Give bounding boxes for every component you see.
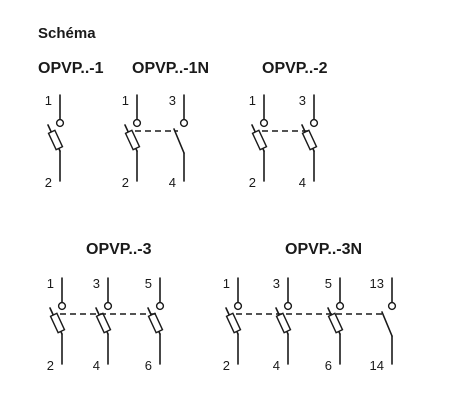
terminal-top-label: 3 (93, 276, 100, 291)
pole-fuse: 34 (93, 276, 113, 373)
variant-label: OPVP..-2 (262, 60, 328, 77)
terminal-top-label: 1 (249, 93, 256, 108)
variant-label: OPVP..-3N (285, 241, 362, 258)
terminal-top-label: 1 (45, 93, 52, 108)
terminal-bottom-label: 6 (325, 358, 332, 373)
terminal-bottom-label: 6 (145, 358, 152, 373)
terminal-top-label: 13 (370, 276, 384, 291)
terminal-bottom-label: 2 (47, 358, 54, 373)
terminal-bottom-label: 2 (223, 358, 230, 373)
fuse-element (124, 129, 141, 151)
terminal-bottom-label: 4 (299, 175, 306, 190)
fuse-element (251, 129, 268, 151)
pole-fuse: 34 (299, 93, 319, 190)
variant-label: OPVP..-1N (132, 60, 209, 77)
variant-label: OPVP..-1 (38, 60, 104, 77)
pole-switch: 34 (169, 93, 189, 190)
pole-fuse: 34 (273, 276, 293, 373)
page-title: Schéma (38, 25, 96, 42)
variant-label: OPVP..-3 (86, 241, 152, 258)
contact-ring (387, 301, 397, 311)
terminal-bottom-label: 4 (93, 358, 100, 373)
terminal-top-label: 1 (223, 276, 230, 291)
variant-0: OPVP..-112 (38, 60, 104, 190)
contact-ring (259, 118, 269, 128)
fuse-element (327, 312, 344, 334)
contact-ring (233, 301, 243, 311)
terminal-bottom-label: 4 (169, 175, 176, 190)
fuse-element (147, 312, 164, 334)
terminal-top-label: 3 (273, 276, 280, 291)
contact-ring (179, 118, 189, 128)
terminal-bottom-label: 2 (122, 175, 129, 190)
pole-fuse: 56 (325, 276, 345, 373)
contact-ring (309, 118, 319, 128)
contact-ring (155, 301, 165, 311)
fuse-element (95, 312, 112, 334)
contact-ring (55, 118, 65, 128)
fuse-element (301, 129, 318, 151)
terminal-top-label: 1 (47, 276, 54, 291)
terminal-top-label: 5 (145, 276, 152, 291)
terminal-bottom-label: 14 (370, 358, 384, 373)
pole-fuse: 12 (47, 276, 67, 373)
terminal-top-label: 3 (169, 93, 176, 108)
terminal-bottom-label: 2 (45, 175, 52, 190)
terminal-top-label: 1 (122, 93, 129, 108)
pole-fuse: 12 (45, 93, 65, 190)
pole-fuse: 12 (223, 276, 243, 373)
switch-blade (173, 128, 185, 154)
contact-ring (335, 301, 345, 311)
contact-ring (57, 301, 67, 311)
terminal-bottom-label: 2 (249, 175, 256, 190)
terminal-top-label: 5 (325, 276, 332, 291)
fuse-element (225, 312, 242, 334)
fuse-element (47, 129, 64, 151)
terminal-top-label: 3 (299, 93, 306, 108)
pole-fuse: 56 (145, 276, 165, 373)
contact-ring (132, 118, 142, 128)
pole-fuse: 12 (249, 93, 269, 190)
switch-blade (381, 311, 393, 337)
fuse-element (49, 312, 66, 334)
contact-ring (283, 301, 293, 311)
terminal-bottom-label: 4 (273, 358, 280, 373)
contact-ring (103, 301, 113, 311)
pole-fuse: 12 (122, 93, 142, 190)
variants-group: OPVP..-112OPVP..-1N1234OPVP..-21234OPVP.… (38, 60, 397, 373)
pole-switch: 13 14 (370, 276, 397, 373)
fuse-element (275, 312, 292, 334)
